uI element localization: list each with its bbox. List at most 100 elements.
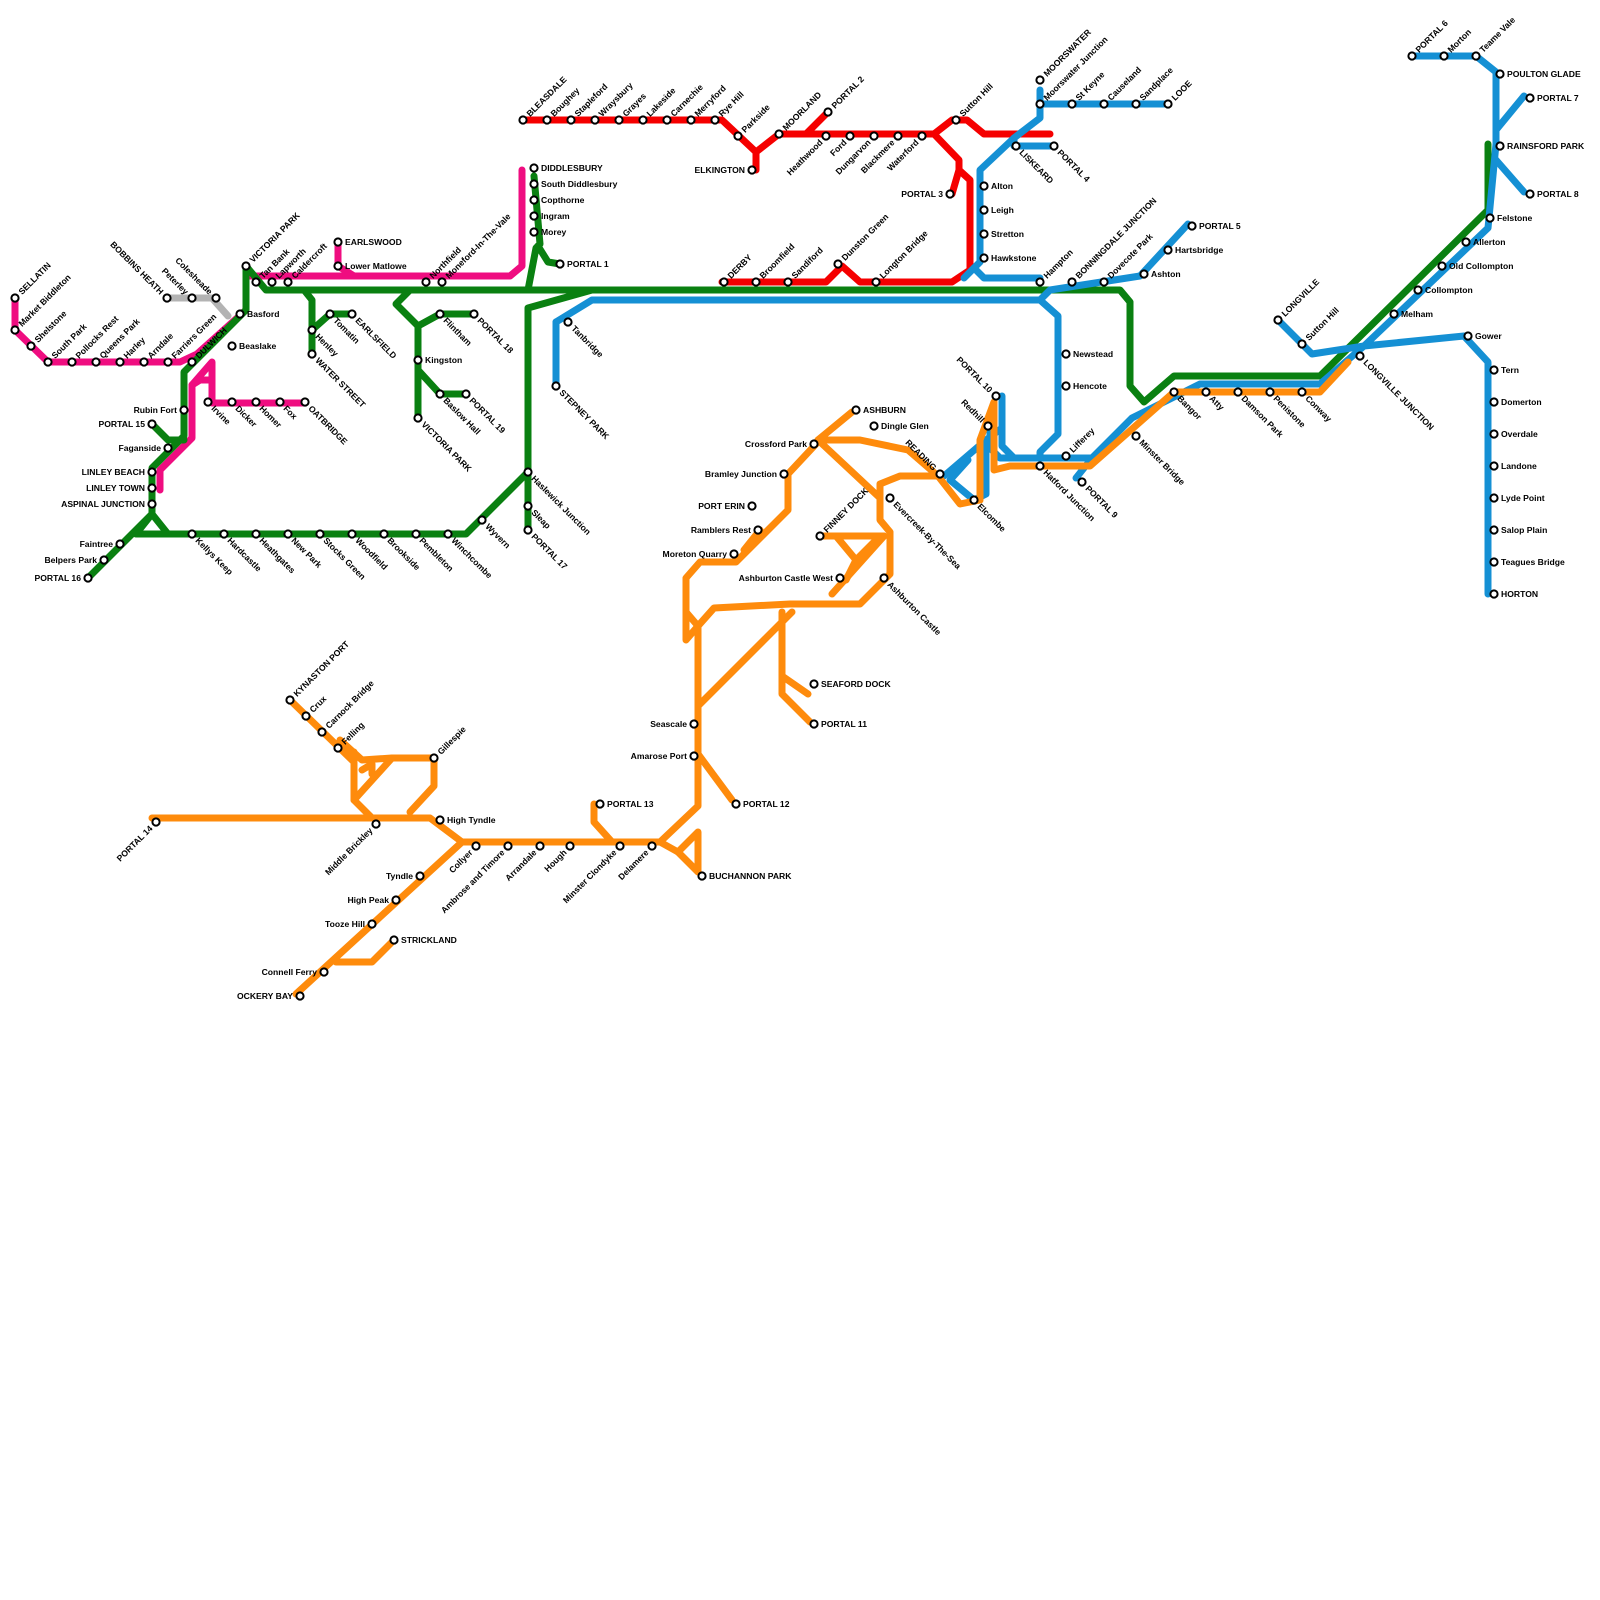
station[interactable]: South Diddlesbury: [530, 179, 617, 189]
station[interactable]: Felstone: [1486, 213, 1532, 223]
station-marker[interactable]: [436, 310, 443, 317]
station-marker[interactable]: [872, 278, 879, 285]
station-marker[interactable]: [188, 530, 195, 537]
station-marker[interactable]: [846, 132, 853, 139]
station[interactable]: Tanbridge: [564, 318, 605, 359]
station-marker[interactable]: [536, 842, 543, 849]
station-marker[interactable]: [236, 310, 243, 317]
station-marker[interactable]: [730, 550, 737, 557]
station-marker[interactable]: [970, 496, 977, 503]
station-marker[interactable]: [27, 342, 34, 349]
station-marker[interactable]: [380, 530, 387, 537]
station-marker[interactable]: [116, 540, 123, 547]
station-marker[interactable]: [980, 230, 987, 237]
station-marker[interactable]: [784, 278, 791, 285]
station[interactable]: High Tyndle: [436, 815, 495, 825]
station-marker[interactable]: [268, 278, 275, 285]
station[interactable]: Haslewick Junction: [524, 468, 592, 536]
station-marker[interactable]: [392, 896, 399, 903]
station-marker[interactable]: [1408, 52, 1415, 59]
station[interactable]: Crossford Park: [745, 439, 818, 449]
station-marker[interactable]: [1490, 430, 1497, 437]
station-marker[interactable]: [276, 398, 283, 405]
station-marker[interactable]: [180, 406, 187, 413]
station[interactable]: Stretton: [980, 229, 1024, 239]
station-marker[interactable]: [852, 406, 859, 413]
station-marker[interactable]: [775, 130, 782, 137]
station-marker[interactable]: [1390, 310, 1397, 317]
station-marker[interactable]: [188, 358, 195, 365]
station[interactable]: Melham: [1390, 309, 1433, 319]
station-marker[interactable]: [286, 696, 293, 703]
station-marker[interactable]: [711, 116, 718, 123]
station-marker[interactable]: [1132, 100, 1139, 107]
station[interactable]: Hencote: [1062, 381, 1107, 391]
station[interactable]: Evercreek-By-The-Sea: [886, 494, 963, 571]
station-marker[interactable]: [1062, 350, 1069, 357]
station[interactable]: ELKINGTON: [695, 165, 756, 175]
station-marker[interactable]: [952, 116, 959, 123]
station[interactable]: Longton Bridge: [872, 228, 929, 285]
station-marker[interactable]: [1188, 222, 1195, 229]
station-marker[interactable]: [1356, 352, 1363, 359]
station-marker[interactable]: [1100, 100, 1107, 107]
station-marker[interactable]: [1490, 590, 1497, 597]
station-marker[interactable]: [164, 358, 171, 365]
station[interactable]: STRICKLAND: [390, 935, 456, 945]
station[interactable]: PORTAL 16: [35, 573, 92, 583]
station[interactable]: Teame Vale: [1472, 15, 1517, 60]
station-marker[interactable]: [316, 530, 323, 537]
station-marker[interactable]: [1164, 246, 1171, 253]
station[interactable]: Sutton Hill: [952, 81, 994, 123]
station-marker[interactable]: [530, 228, 537, 235]
station-marker[interactable]: [1490, 558, 1497, 565]
station-marker[interactable]: [567, 116, 574, 123]
station-marker[interactable]: [1298, 340, 1305, 347]
station-marker[interactable]: [1414, 286, 1421, 293]
station-marker[interactable]: [1132, 432, 1139, 439]
station-marker[interactable]: [140, 358, 147, 365]
station[interactable]: Landone: [1490, 461, 1537, 471]
station-marker[interactable]: [1462, 238, 1469, 245]
station[interactable]: Carnock Bridge: [318, 678, 375, 735]
station-marker[interactable]: [824, 108, 831, 115]
station-marker[interactable]: [1298, 388, 1305, 395]
station-marker[interactable]: [308, 326, 315, 333]
station[interactable]: MOORLAND: [775, 90, 823, 138]
station[interactable]: Ingram: [530, 211, 570, 221]
station-marker[interactable]: [992, 392, 999, 399]
station[interactable]: Parkside: [734, 102, 772, 140]
station-marker[interactable]: [1526, 190, 1533, 197]
station-marker[interactable]: [734, 132, 741, 139]
station[interactable]: Seascale: [650, 719, 697, 729]
station-marker[interactable]: [252, 278, 259, 285]
station[interactable]: Lyde Point: [1490, 493, 1544, 503]
station-marker[interactable]: [296, 992, 303, 999]
station[interactable]: OATBRIDGE: [301, 398, 349, 446]
station-marker[interactable]: [92, 358, 99, 365]
station-marker[interactable]: [430, 754, 437, 761]
station[interactable]: WATER STREET: [308, 350, 368, 410]
station-marker[interactable]: [980, 254, 987, 261]
station-marker[interactable]: [318, 728, 325, 735]
station-marker[interactable]: [648, 842, 655, 849]
station[interactable]: PORTAL 3: [901, 189, 953, 199]
station-marker[interactable]: [754, 526, 761, 533]
station-marker[interactable]: [1464, 332, 1471, 339]
station[interactable]: DIDDLESBURY: [530, 163, 603, 173]
station-marker[interactable]: [810, 720, 817, 727]
station[interactable]: Overdale: [1490, 429, 1538, 439]
station[interactable]: Rubin Fort: [134, 405, 188, 415]
station[interactable]: Kingston: [414, 355, 462, 365]
station-marker[interactable]: [530, 196, 537, 203]
station-marker[interactable]: [552, 382, 559, 389]
station-marker[interactable]: [334, 744, 341, 751]
station-marker[interactable]: [334, 238, 341, 245]
station-marker[interactable]: [470, 310, 477, 317]
station-marker[interactable]: [116, 358, 123, 365]
station-marker[interactable]: [284, 530, 291, 537]
station-marker[interactable]: [368, 920, 375, 927]
station[interactable]: PORTAL 12: [732, 799, 789, 809]
station[interactable]: PORTAL 5: [1188, 221, 1241, 231]
station[interactable]: READING: [903, 437, 943, 477]
